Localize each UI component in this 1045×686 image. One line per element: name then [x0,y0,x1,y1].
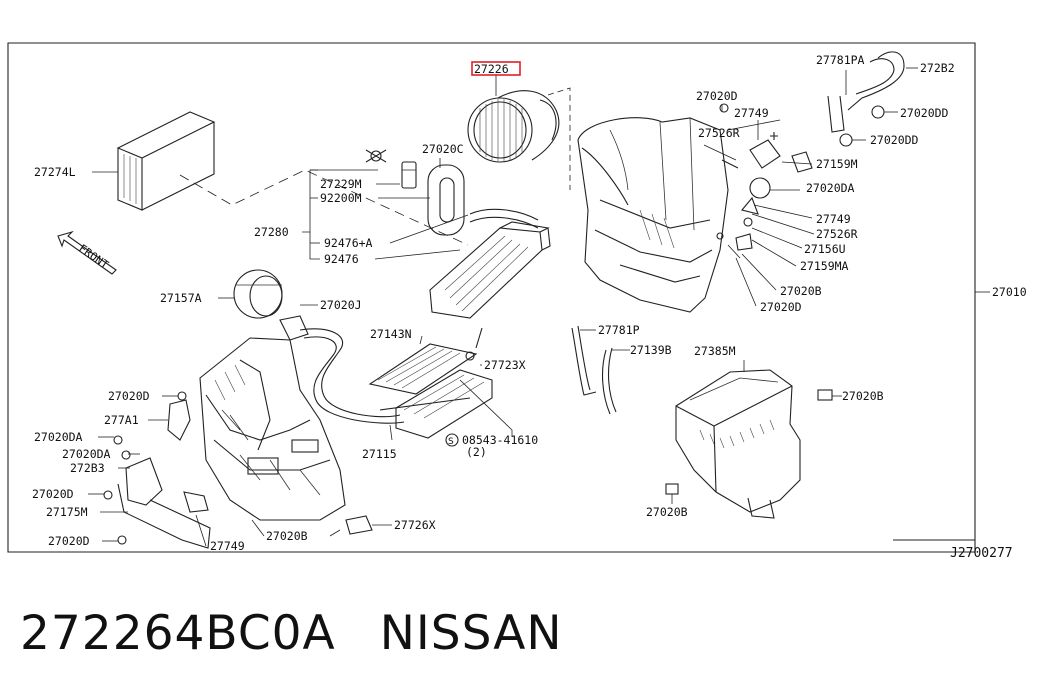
label: 27159MA [800,259,849,273]
heater-pipe [299,328,471,424]
parts-diagram: 27226 27274L 27229M 92200M 27280 92476+A… [7,42,1027,560]
lower-left-housing [199,337,346,521]
drain-hose [827,51,905,147]
part-number: 272264BC0A [20,605,336,661]
label: 27020DA [806,181,855,195]
label: 27726X [394,518,436,532]
evaporator [429,221,551,319]
label: 27526R [816,227,858,241]
sensor [345,515,373,535]
label-highlighted: 27226 [474,62,509,76]
blower-motor [233,269,283,319]
label: 27020DD [900,106,949,120]
label: 27020C [422,142,464,156]
label: 27010 [992,285,1027,299]
lower-right-housing [675,369,801,519]
label: 27020B [266,529,308,543]
label: 27020D [108,389,150,403]
brand-name: NISSAN [379,605,563,661]
label: 27020DD [870,133,919,147]
label: 27020D [48,534,90,548]
drain-tube [571,325,617,415]
label: 27781P [598,323,640,337]
screw [465,327,483,361]
label: 27159M [816,157,858,171]
diagram-code: J2700277 [950,546,1013,560]
label: 27020DA [34,430,83,444]
left-clips [103,391,211,549]
label: 27020J [320,298,362,312]
label: 27526R [698,126,740,140]
label: 27749 [734,106,769,120]
label: 27020DA [62,447,111,461]
small-bracket [665,389,833,495]
label: 27723X [484,358,526,372]
label: 277A1 [104,413,139,427]
label: 27020B [646,505,688,519]
diagram-frame [7,42,976,553]
label: 27781PA [816,53,865,67]
screw-symbol: S [448,437,454,447]
label: 27020B [842,389,884,403]
label: 27020B [780,284,822,298]
label: 272B2 [920,61,955,75]
clips [365,149,417,189]
label-cabin-filter: 27274L [34,165,76,179]
footer: 272264BC0A NISSAN [20,598,563,668]
front-label: FRONT [76,242,111,272]
front-arrow [57,230,117,275]
label: 27229M [320,177,362,191]
label: (2) [466,445,487,459]
label: 27020D [696,89,738,103]
label: 27139B [630,343,672,357]
label: 27020D [32,487,74,501]
connector-clip [279,315,309,341]
upper-housing [577,117,729,313]
duct-seal [427,164,465,236]
cabin-filter [116,111,216,211]
label: 272B3 [70,461,105,475]
label: 27175M [46,505,88,519]
label: 27157A [160,291,202,305]
label: 92476+A [324,236,373,250]
label: 08543-41610 [462,433,538,447]
label: 27749 [816,212,851,226]
blower-fan [467,90,560,163]
label: 27156U [804,242,846,256]
right-small-parts [716,103,813,251]
highlight-box [471,61,521,76]
label: 92200M [320,191,362,205]
label: 27280 [254,225,289,239]
label: 27385M [694,344,736,358]
label: 92476 [324,252,359,266]
label: 27115 [362,447,397,461]
label: 27020D [760,300,802,314]
label: 27749 [210,539,245,553]
label: 27143N [370,327,412,341]
